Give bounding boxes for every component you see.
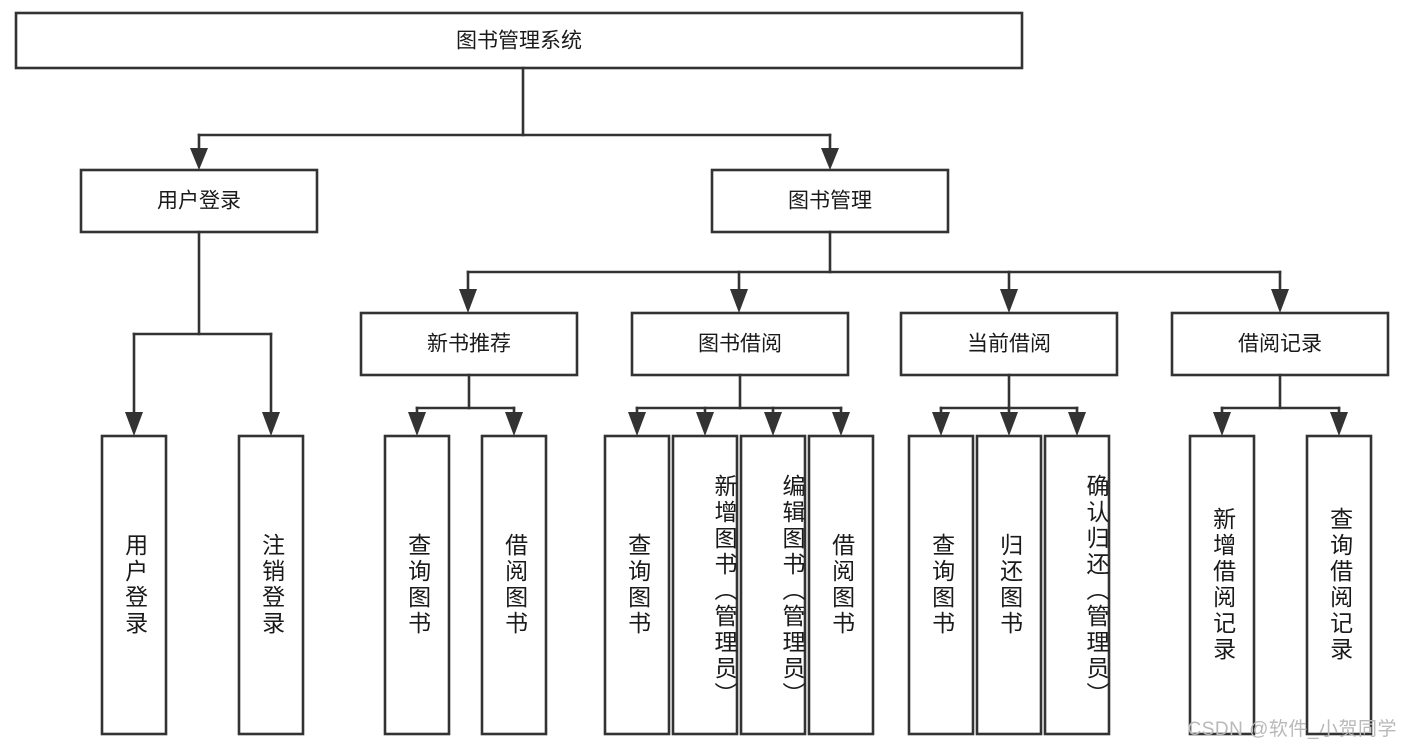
arrow-head-icon <box>696 412 714 436</box>
arrow-head-icon <box>262 412 280 436</box>
node-book-management[interactable]: 图书管理 <box>710 168 950 234</box>
arrow-head-icon <box>1213 412 1231 436</box>
arrow-head-icon <box>730 289 748 313</box>
watermark-text: CSDN @软件_小贺同学 <box>1187 719 1397 740</box>
connector-book-management-to-level3 <box>459 230 1289 313</box>
leaf-box-query-borrow-record[interactable] <box>1305 434 1373 736</box>
leaf-box-add-book-admin[interactable] <box>671 434 739 736</box>
user-login-box <box>79 168 319 234</box>
arrow-head-icon <box>1000 289 1018 313</box>
arrow-head-icon <box>1330 412 1348 436</box>
connector-book-borrow-to-leaves <box>628 373 850 436</box>
connector-new-book-to-leaves <box>408 373 523 436</box>
connector-user-login-to-leaves <box>125 230 280 436</box>
arrow-head-icon <box>505 412 523 436</box>
arrow-head-icon <box>832 412 850 436</box>
arrow-head-icon <box>1068 412 1086 436</box>
leaf-box-logout[interactable] <box>237 434 305 736</box>
leaf-box-return-book[interactable] <box>975 434 1043 736</box>
leaf-box-borrow-book-2[interactable] <box>807 434 875 736</box>
arrow-head-icon <box>932 412 950 436</box>
leaf-box-query-book-3[interactable] <box>907 434 975 736</box>
arrow-head-icon <box>764 412 782 436</box>
connector-current-borrow-to-leaves <box>932 373 1086 436</box>
arrow-head-icon <box>408 412 426 436</box>
node-user-login[interactable]: 用户登录 <box>79 168 319 234</box>
connector-borrow-record-to-leaves <box>1213 373 1348 436</box>
arrow-head-icon <box>125 412 143 436</box>
root-box <box>14 11 1024 70</box>
arrow-head-icon <box>628 412 646 436</box>
connector-root-to-level2 <box>190 66 839 170</box>
new-book-recommend-label: 新书推荐 <box>427 333 511 356</box>
leaf-box-confirm-return-admin[interactable] <box>1043 434 1111 736</box>
node-current-borrow[interactable]: 当前借阅 <box>899 311 1119 377</box>
book-management-label: 图书管理 <box>788 190 872 213</box>
leaf-box-user-login[interactable] <box>100 434 168 736</box>
node-book-borrow[interactable]: 图书借阅 <box>630 311 850 377</box>
book-borrow-label: 图书借阅 <box>698 333 782 356</box>
borrow-record-label: 借阅记录 <box>1238 333 1322 356</box>
leaf-box-borrow-book-1[interactable] <box>480 434 548 736</box>
arrow-head-icon <box>190 148 208 170</box>
leaf-box-query-book-2[interactable] <box>603 434 671 736</box>
arrow-head-icon <box>1000 412 1018 436</box>
node-root[interactable]: 图书管理系统 <box>14 11 1024 70</box>
current-borrow-label: 当前借阅 <box>967 333 1051 356</box>
user-login-label: 用户登录 <box>157 190 241 213</box>
root-label: 图书管理系统 <box>456 30 582 53</box>
arrow-head-icon <box>821 148 839 170</box>
new-book-recommend-box <box>359 311 579 377</box>
node-new-book-recommend[interactable]: 新书推荐 <box>359 311 579 377</box>
arrow-head-icon <box>459 289 477 313</box>
leaf-box-add-borrow-record[interactable] <box>1188 434 1256 736</box>
current-borrow-box <box>899 311 1119 377</box>
leaf-box-edit-book-admin[interactable] <box>739 434 807 736</box>
node-borrow-record[interactable]: 借阅记录 <box>1170 311 1390 377</box>
arrow-head-icon <box>1271 289 1289 313</box>
leaf-box-query-book-1[interactable] <box>383 434 451 736</box>
